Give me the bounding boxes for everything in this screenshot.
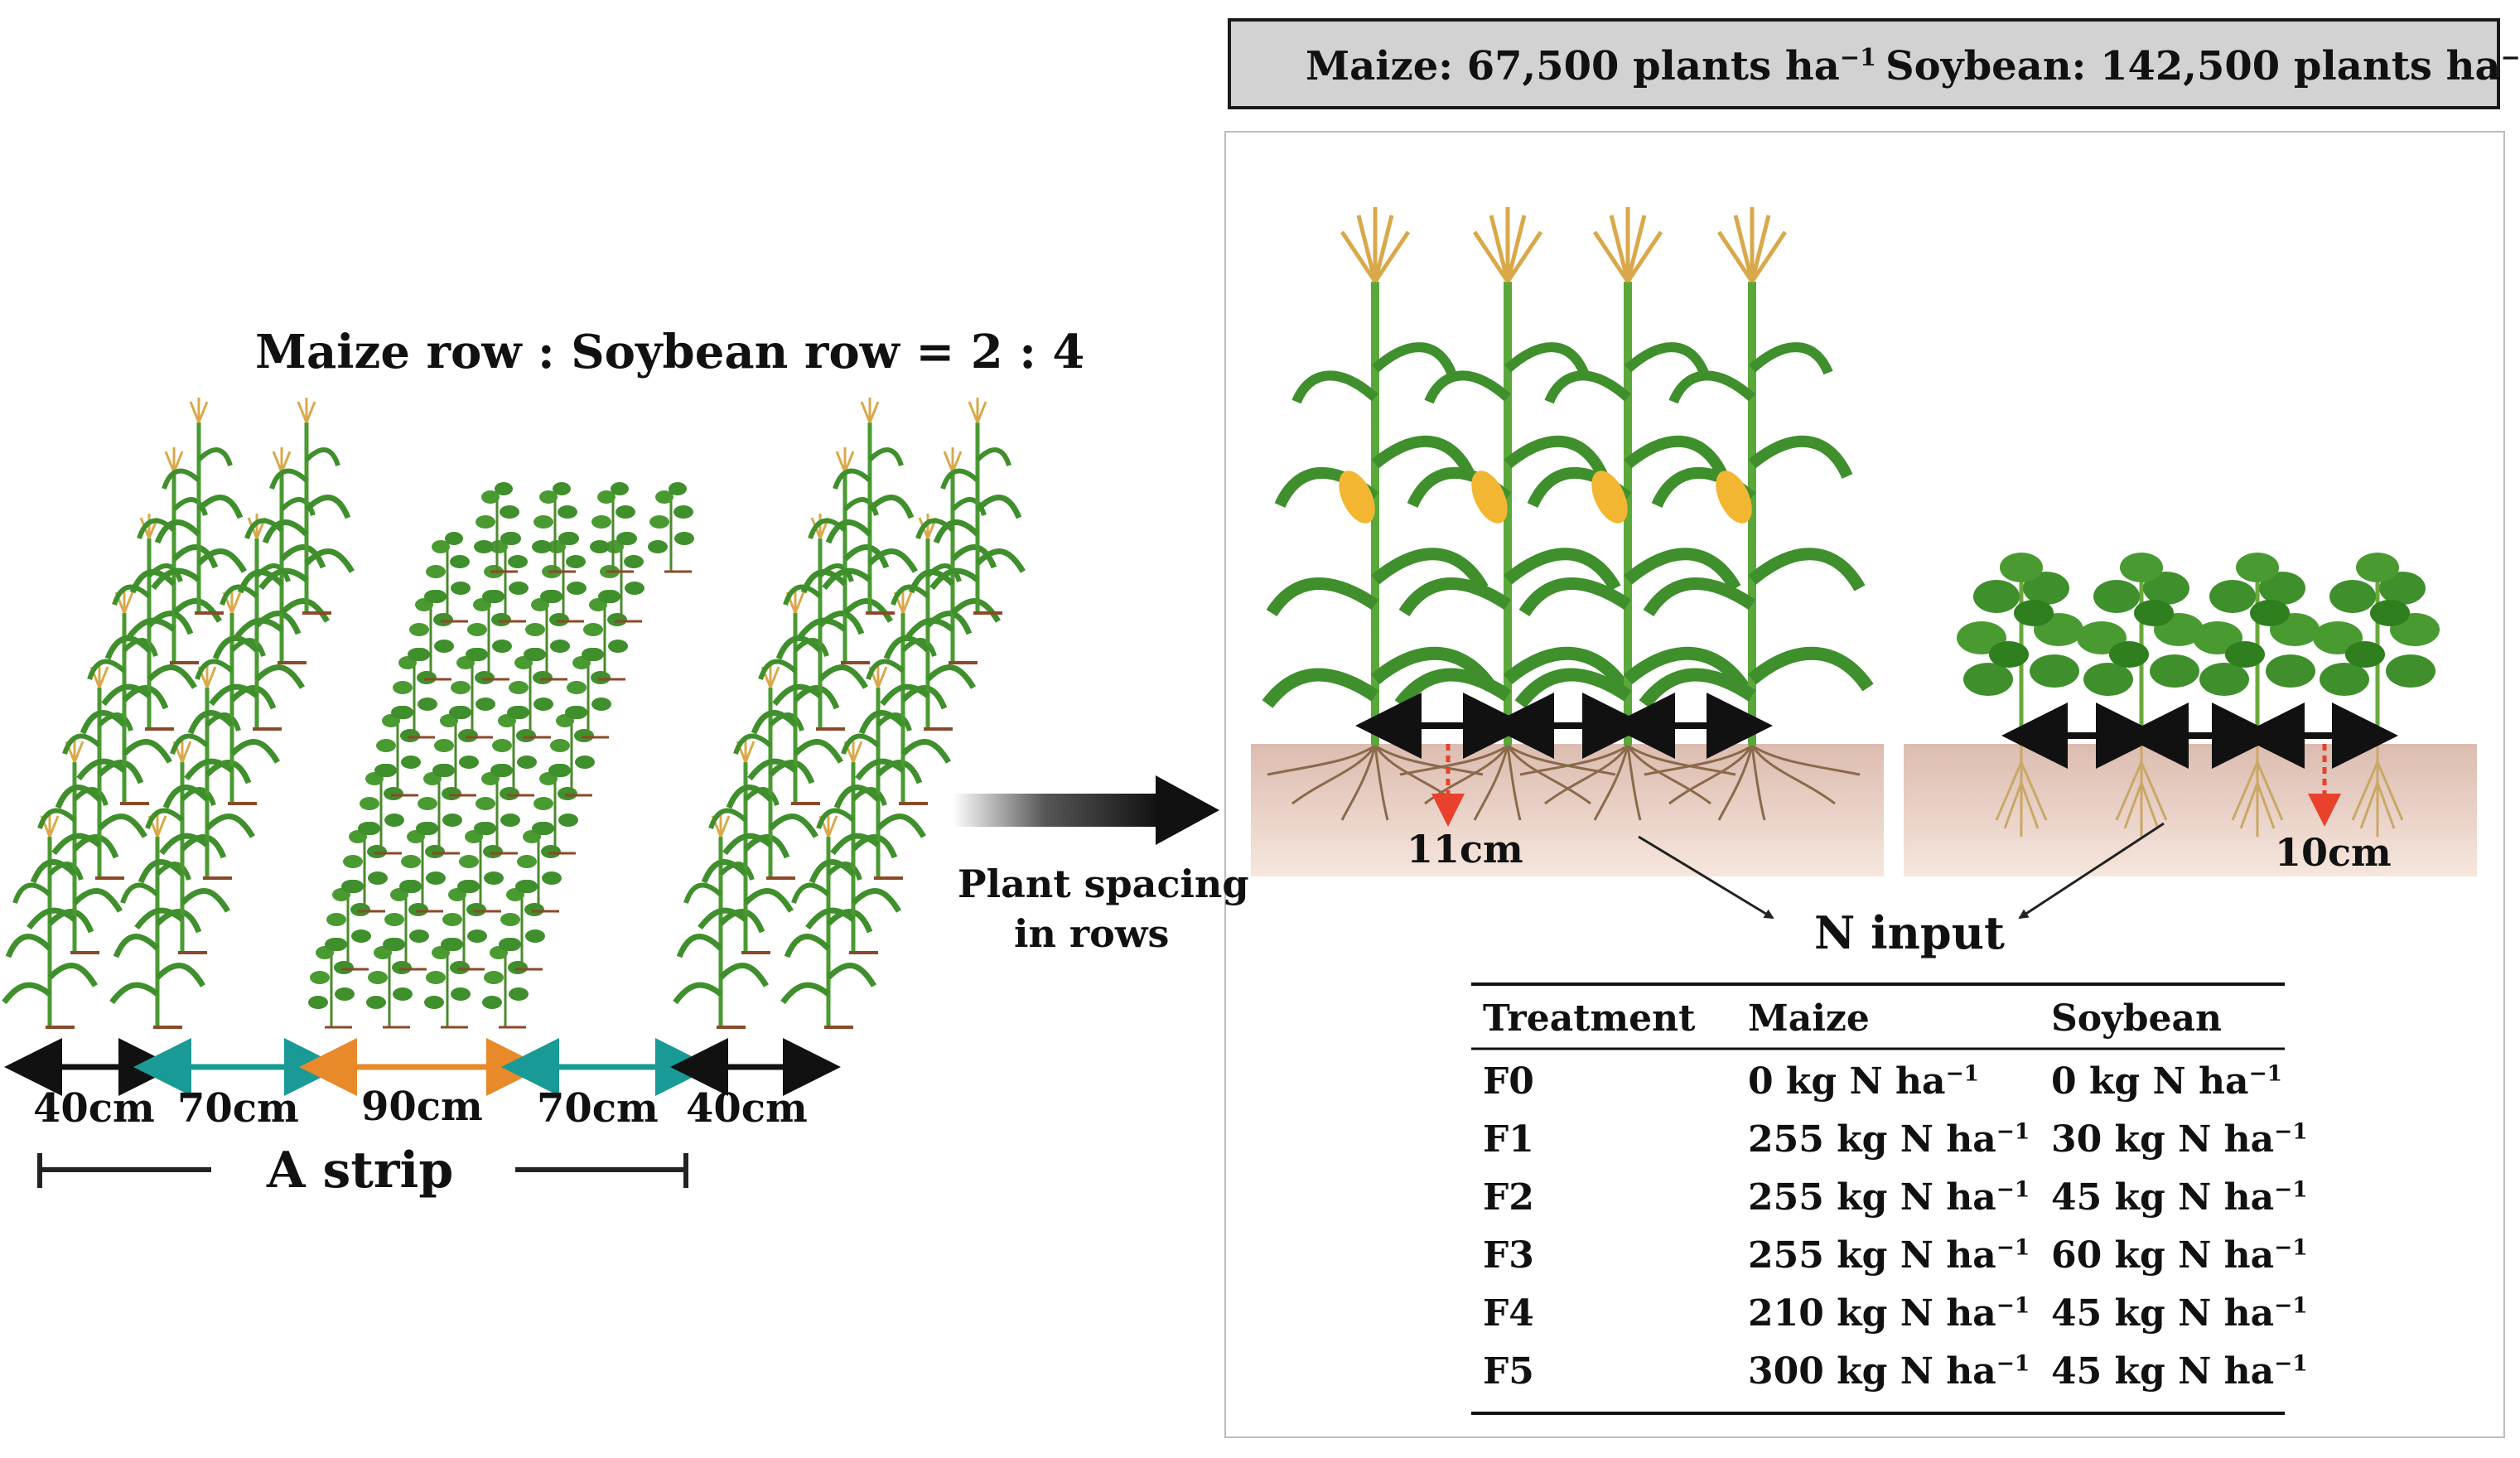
maize-cell: 255 kg N ha−1: [1748, 1234, 2030, 1277]
treatment-cell: F5: [1483, 1350, 1534, 1393]
treatment-cell: F3: [1483, 1234, 1534, 1277]
soybean-n-pointer: [2018, 822, 2165, 920]
header-soybean: Soybean: [2051, 997, 2222, 1040]
width-label-1: 40cm: [33, 1085, 155, 1132]
soybean-cell: 45 kg N ha−1: [2051, 1350, 2308, 1393]
header-maize: Maize: [1748, 997, 1870, 1040]
maize-density: Maize: 67,500 plants ha−1: [1306, 43, 1876, 89]
maize-cell: 255 kg N ha−1: [1748, 1176, 2030, 1219]
strip-bracket: [37, 1153, 688, 1188]
soybean-cell: 45 kg N ha−1: [2051, 1176, 2308, 1219]
density-header: Maize: 67,500 plants ha−1 Soybean: 142,5…: [1228, 18, 2520, 109]
maize-rows-left: [4, 398, 352, 1027]
maize-spacing-label: 11cm: [1407, 827, 1523, 871]
soybean-cell: 45 kg N ha−1: [2051, 1292, 2308, 1335]
transition-arrow: [953, 775, 1219, 845]
maize-rows-right: [675, 398, 1023, 1027]
maize-soil: [1251, 744, 1884, 876]
soybean-cell: 60 kg N ha−1: [2051, 1234, 2308, 1277]
treatment-cell: F1: [1483, 1118, 1534, 1161]
strip-label: A strip: [267, 1142, 454, 1200]
n-input-title: N input: [1814, 906, 2005, 959]
soybean-cell: 0 kg N ha−1: [2051, 1060, 2283, 1103]
arrow-caption-line1: Plant spacing: [958, 862, 1249, 906]
row-ratio-title: Maize row : Soybean row = 2 : 4: [255, 325, 1085, 379]
treatment-cell: F0: [1483, 1060, 1534, 1103]
width-label-2: 70cm: [177, 1085, 299, 1132]
maize-n-pointer: [1638, 835, 1774, 920]
treatment-cell: F4: [1483, 1292, 1534, 1335]
width-label-4: 70cm: [537, 1085, 659, 1132]
arrow-caption-line2: in rows: [1014, 911, 1170, 956]
right-panel: [1224, 131, 2505, 1438]
width-label-5: 40cm: [686, 1085, 808, 1132]
soybean-spacing-label: 10cm: [2275, 830, 2392, 875]
soybean-density: Soybean: 142,500 plants ha−1: [1885, 43, 2520, 89]
soybean-rows-center: [307, 480, 696, 1029]
treatment-cell: F2: [1483, 1176, 1534, 1219]
soybean-cell: 30 kg N ha−1: [2051, 1118, 2308, 1161]
maize-cell: 255 kg N ha−1: [1748, 1118, 2030, 1161]
width-label-3: 90cm: [361, 1084, 483, 1130]
maize-cell: 0 kg N ha−1: [1748, 1060, 1980, 1103]
header-treatment: Treatment: [1483, 997, 1696, 1040]
maize-cell: 300 kg N ha−1: [1748, 1350, 2030, 1393]
maize-cell: 210 kg N ha−1: [1748, 1292, 2030, 1335]
